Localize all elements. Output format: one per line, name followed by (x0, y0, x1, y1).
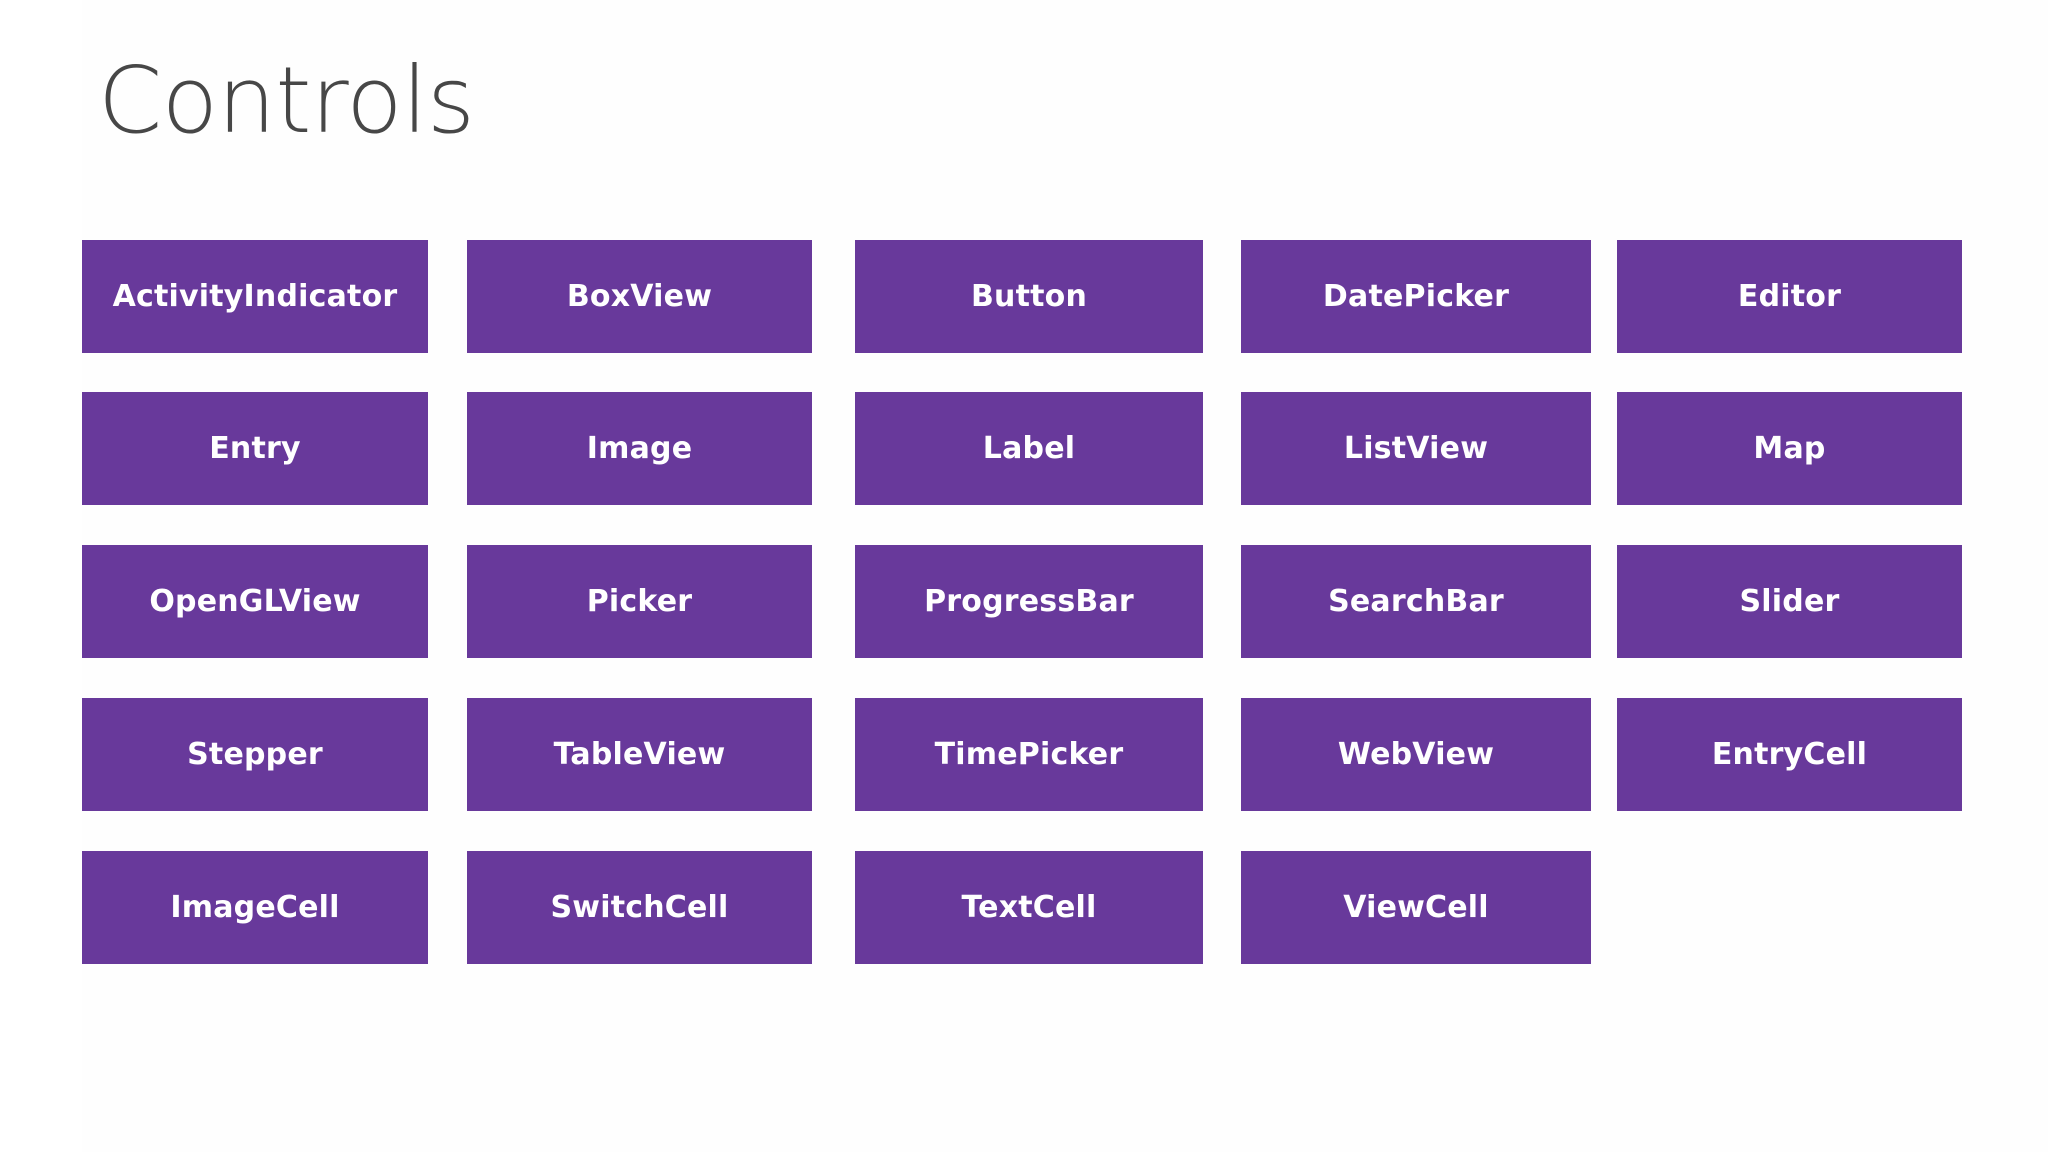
control-grid-row: OpenGLView Picker ProgressBar SearchBar … (0, 545, 2048, 658)
control-tile-label: DatePicker (1322, 278, 1510, 314)
control-grid-row: ActivityIndicator BoxView Button DatePic… (0, 240, 2048, 353)
control-tile-entry[interactable]: Entry (82, 392, 428, 505)
control-tile-picker[interactable]: Picker (467, 545, 812, 658)
control-tile-label: Map (1753, 430, 1826, 466)
control-tile-label: ProgressBar (924, 583, 1134, 619)
control-tile-editor[interactable]: Editor (1617, 240, 1962, 353)
control-grid-row: Stepper TableView TimePicker WebView Ent… (0, 698, 2048, 811)
control-tile-label: Picker (586, 583, 693, 619)
control-tile-button[interactable]: Button (855, 240, 1203, 353)
control-tile-label: OpenGLView (149, 583, 361, 619)
control-tile-label: TextCell (961, 889, 1097, 925)
control-tile-progressbar[interactable]: ProgressBar (855, 545, 1203, 658)
control-tile-label: Button (970, 278, 1088, 314)
control-tile-label: BoxView (566, 278, 713, 314)
control-tile-webview[interactable]: WebView (1241, 698, 1591, 811)
control-tile-textcell[interactable]: TextCell (855, 851, 1203, 964)
control-tile-label: ViewCell (1343, 889, 1489, 925)
control-tile-searchbar[interactable]: SearchBar (1241, 545, 1591, 658)
control-tile-label[interactable]: Label (855, 392, 1203, 505)
control-tile-datepicker[interactable]: DatePicker (1241, 240, 1591, 353)
control-tile-label: Image (586, 430, 693, 466)
control-tile-label: Entry (209, 430, 301, 466)
control-tile-map[interactable]: Map (1617, 392, 1962, 505)
control-grid-row: Entry Image Label ListView Map (0, 392, 2048, 505)
control-tile-label: ImageCell (170, 889, 340, 925)
control-tile-label: Label (982, 430, 1076, 466)
control-tile-label: TimePicker (934, 736, 1124, 772)
control-tile-tableview[interactable]: TableView (467, 698, 812, 811)
control-tile-listview[interactable]: ListView (1241, 392, 1591, 505)
control-tile-label: ActivityIndicator (112, 278, 398, 314)
control-tile-label: SwitchCell (550, 889, 729, 925)
control-tile-label: Stepper (187, 736, 323, 772)
control-tile-imagecell[interactable]: ImageCell (82, 851, 428, 964)
control-tile-timepicker[interactable]: TimePicker (855, 698, 1203, 811)
control-tile-viewcell[interactable]: ViewCell (1241, 851, 1591, 964)
control-tile-label: WebView (1337, 736, 1495, 772)
control-tile-stepper[interactable]: Stepper (82, 698, 428, 811)
control-tile-label: EntryCell (1711, 736, 1868, 772)
control-tile-label: ListView (1343, 430, 1489, 466)
control-tile-boxview[interactable]: BoxView (467, 240, 812, 353)
control-tile-slider[interactable]: Slider (1617, 545, 1962, 658)
control-tile-label: Slider (1739, 583, 1840, 619)
control-tile-openglview[interactable]: OpenGLView (82, 545, 428, 658)
control-tile-label: Editor (1737, 278, 1842, 314)
control-tile-label: SearchBar (1328, 583, 1504, 619)
control-grid-row: ImageCell SwitchCell TextCell ViewCell (0, 851, 2048, 964)
control-tile-switchcell[interactable]: SwitchCell (467, 851, 812, 964)
control-tile-image[interactable]: Image (467, 392, 812, 505)
control-tile-label: TableView (553, 736, 726, 772)
page-title: Controls (98, 47, 475, 154)
control-tile-activityindicator[interactable]: ActivityIndicator (82, 240, 428, 353)
control-tile-entrycell[interactable]: EntryCell (1617, 698, 1962, 811)
